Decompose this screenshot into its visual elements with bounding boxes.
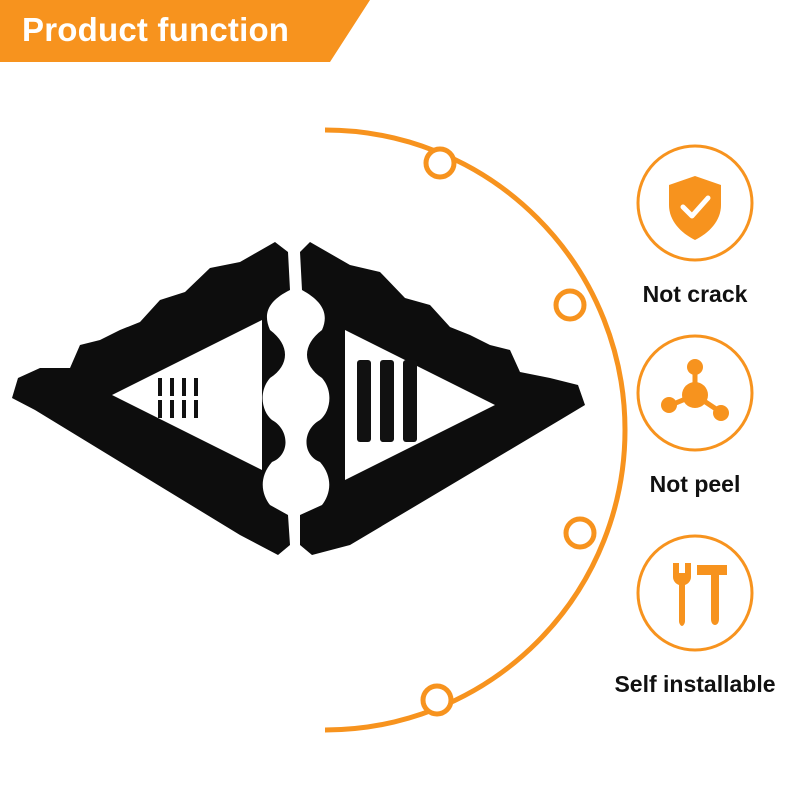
page-title: Product function <box>22 11 290 48</box>
shield-check-icon <box>669 176 721 240</box>
feature-label: Not peel <box>649 471 741 497</box>
title-banner: Product function <box>0 0 370 62</box>
tools-icon <box>673 563 727 626</box>
wall-anchors <box>357 360 417 442</box>
feature-icon-circle <box>635 333 755 453</box>
molecule-icon <box>661 359 729 421</box>
feature-self-installable: Self installable <box>595 533 795 698</box>
feature-not-peel: Not peel <box>595 333 795 498</box>
arc-node-circles <box>420 146 597 717</box>
feature-icon-circle <box>635 143 755 263</box>
decorative-arc <box>324 127 628 733</box>
feature-icon-circle <box>635 533 755 653</box>
feature-label: Self installable <box>614 671 776 697</box>
banner-shape <box>0 0 370 62</box>
feature-not-crack: Not crack <box>595 143 795 308</box>
right-bracket <box>300 242 585 555</box>
screws <box>158 378 198 418</box>
left-bracket <box>12 242 290 555</box>
feature-label: Not crack <box>642 281 748 307</box>
